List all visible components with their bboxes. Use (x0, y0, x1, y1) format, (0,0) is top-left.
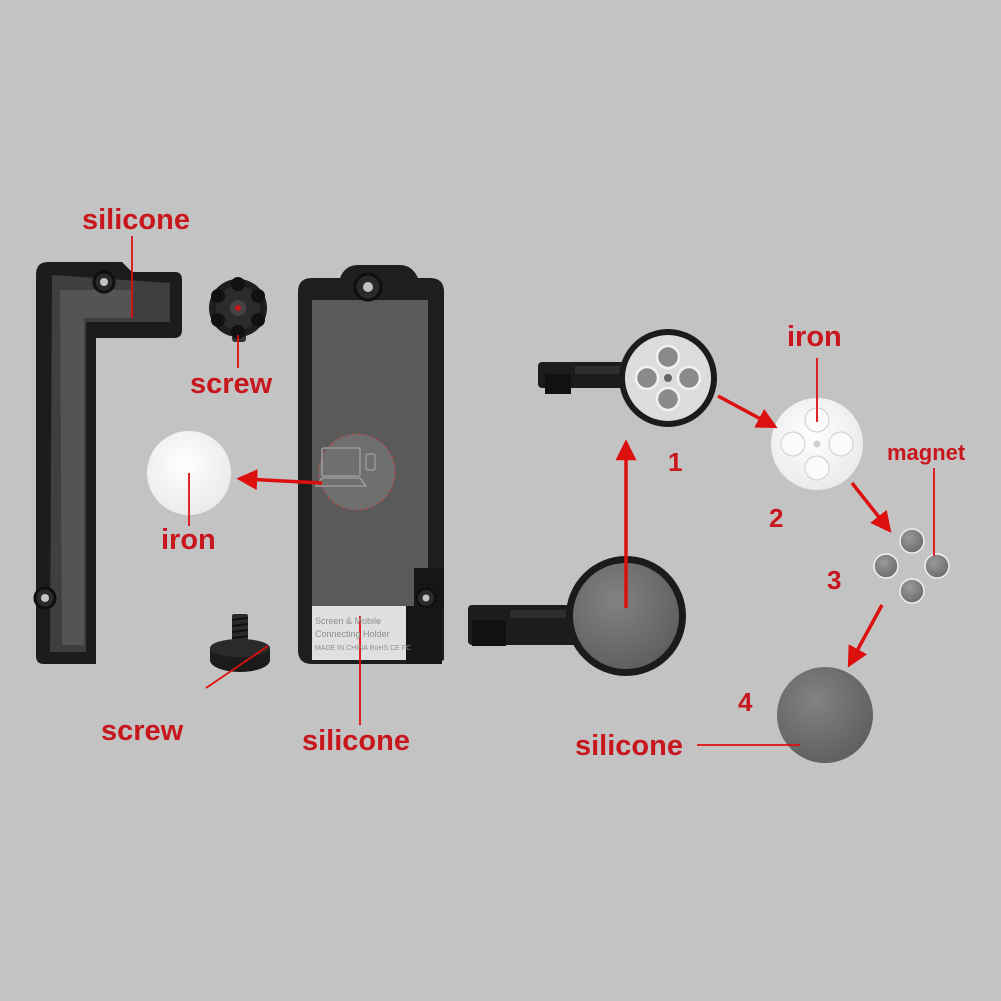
label-silicone-right: silicone (575, 730, 683, 762)
thumb-screw (210, 614, 270, 672)
step-number-3: 3 (827, 565, 842, 595)
plate-print-line1: Screen & Mobile (315, 616, 382, 626)
magnets (873, 528, 950, 604)
main-plate (298, 265, 444, 664)
step-number-4: 4 (738, 687, 753, 717)
phone-clip-lower (468, 556, 686, 676)
label-silicone-top: silicone (82, 204, 190, 236)
phone-icon (365, 453, 376, 471)
label-screw-top: screw (190, 368, 273, 400)
laptop-icon (314, 447, 368, 487)
phone-clip-upper (538, 329, 717, 427)
silicone-pad (777, 667, 873, 763)
label-iron-right: iron (787, 321, 842, 353)
plate-print-line2: Connecting Holder (315, 629, 390, 639)
plate-print-line3: MADE IN CHINA RoHS CE FC (315, 645, 412, 652)
knob-screw (209, 277, 267, 342)
label-silicone-bottom: silicone (302, 725, 410, 757)
step-number-2: 2 (769, 503, 784, 533)
leader-lines (131, 236, 935, 746)
label-iron-left: iron (161, 524, 216, 556)
label-screw-bottom: screw (101, 715, 184, 747)
red-arrows (236, 394, 892, 668)
l-bracket (33, 262, 182, 664)
iron-plate-right (771, 398, 863, 490)
label-magnet: magnet (887, 440, 966, 465)
step-number-1: 1 (668, 447, 683, 477)
